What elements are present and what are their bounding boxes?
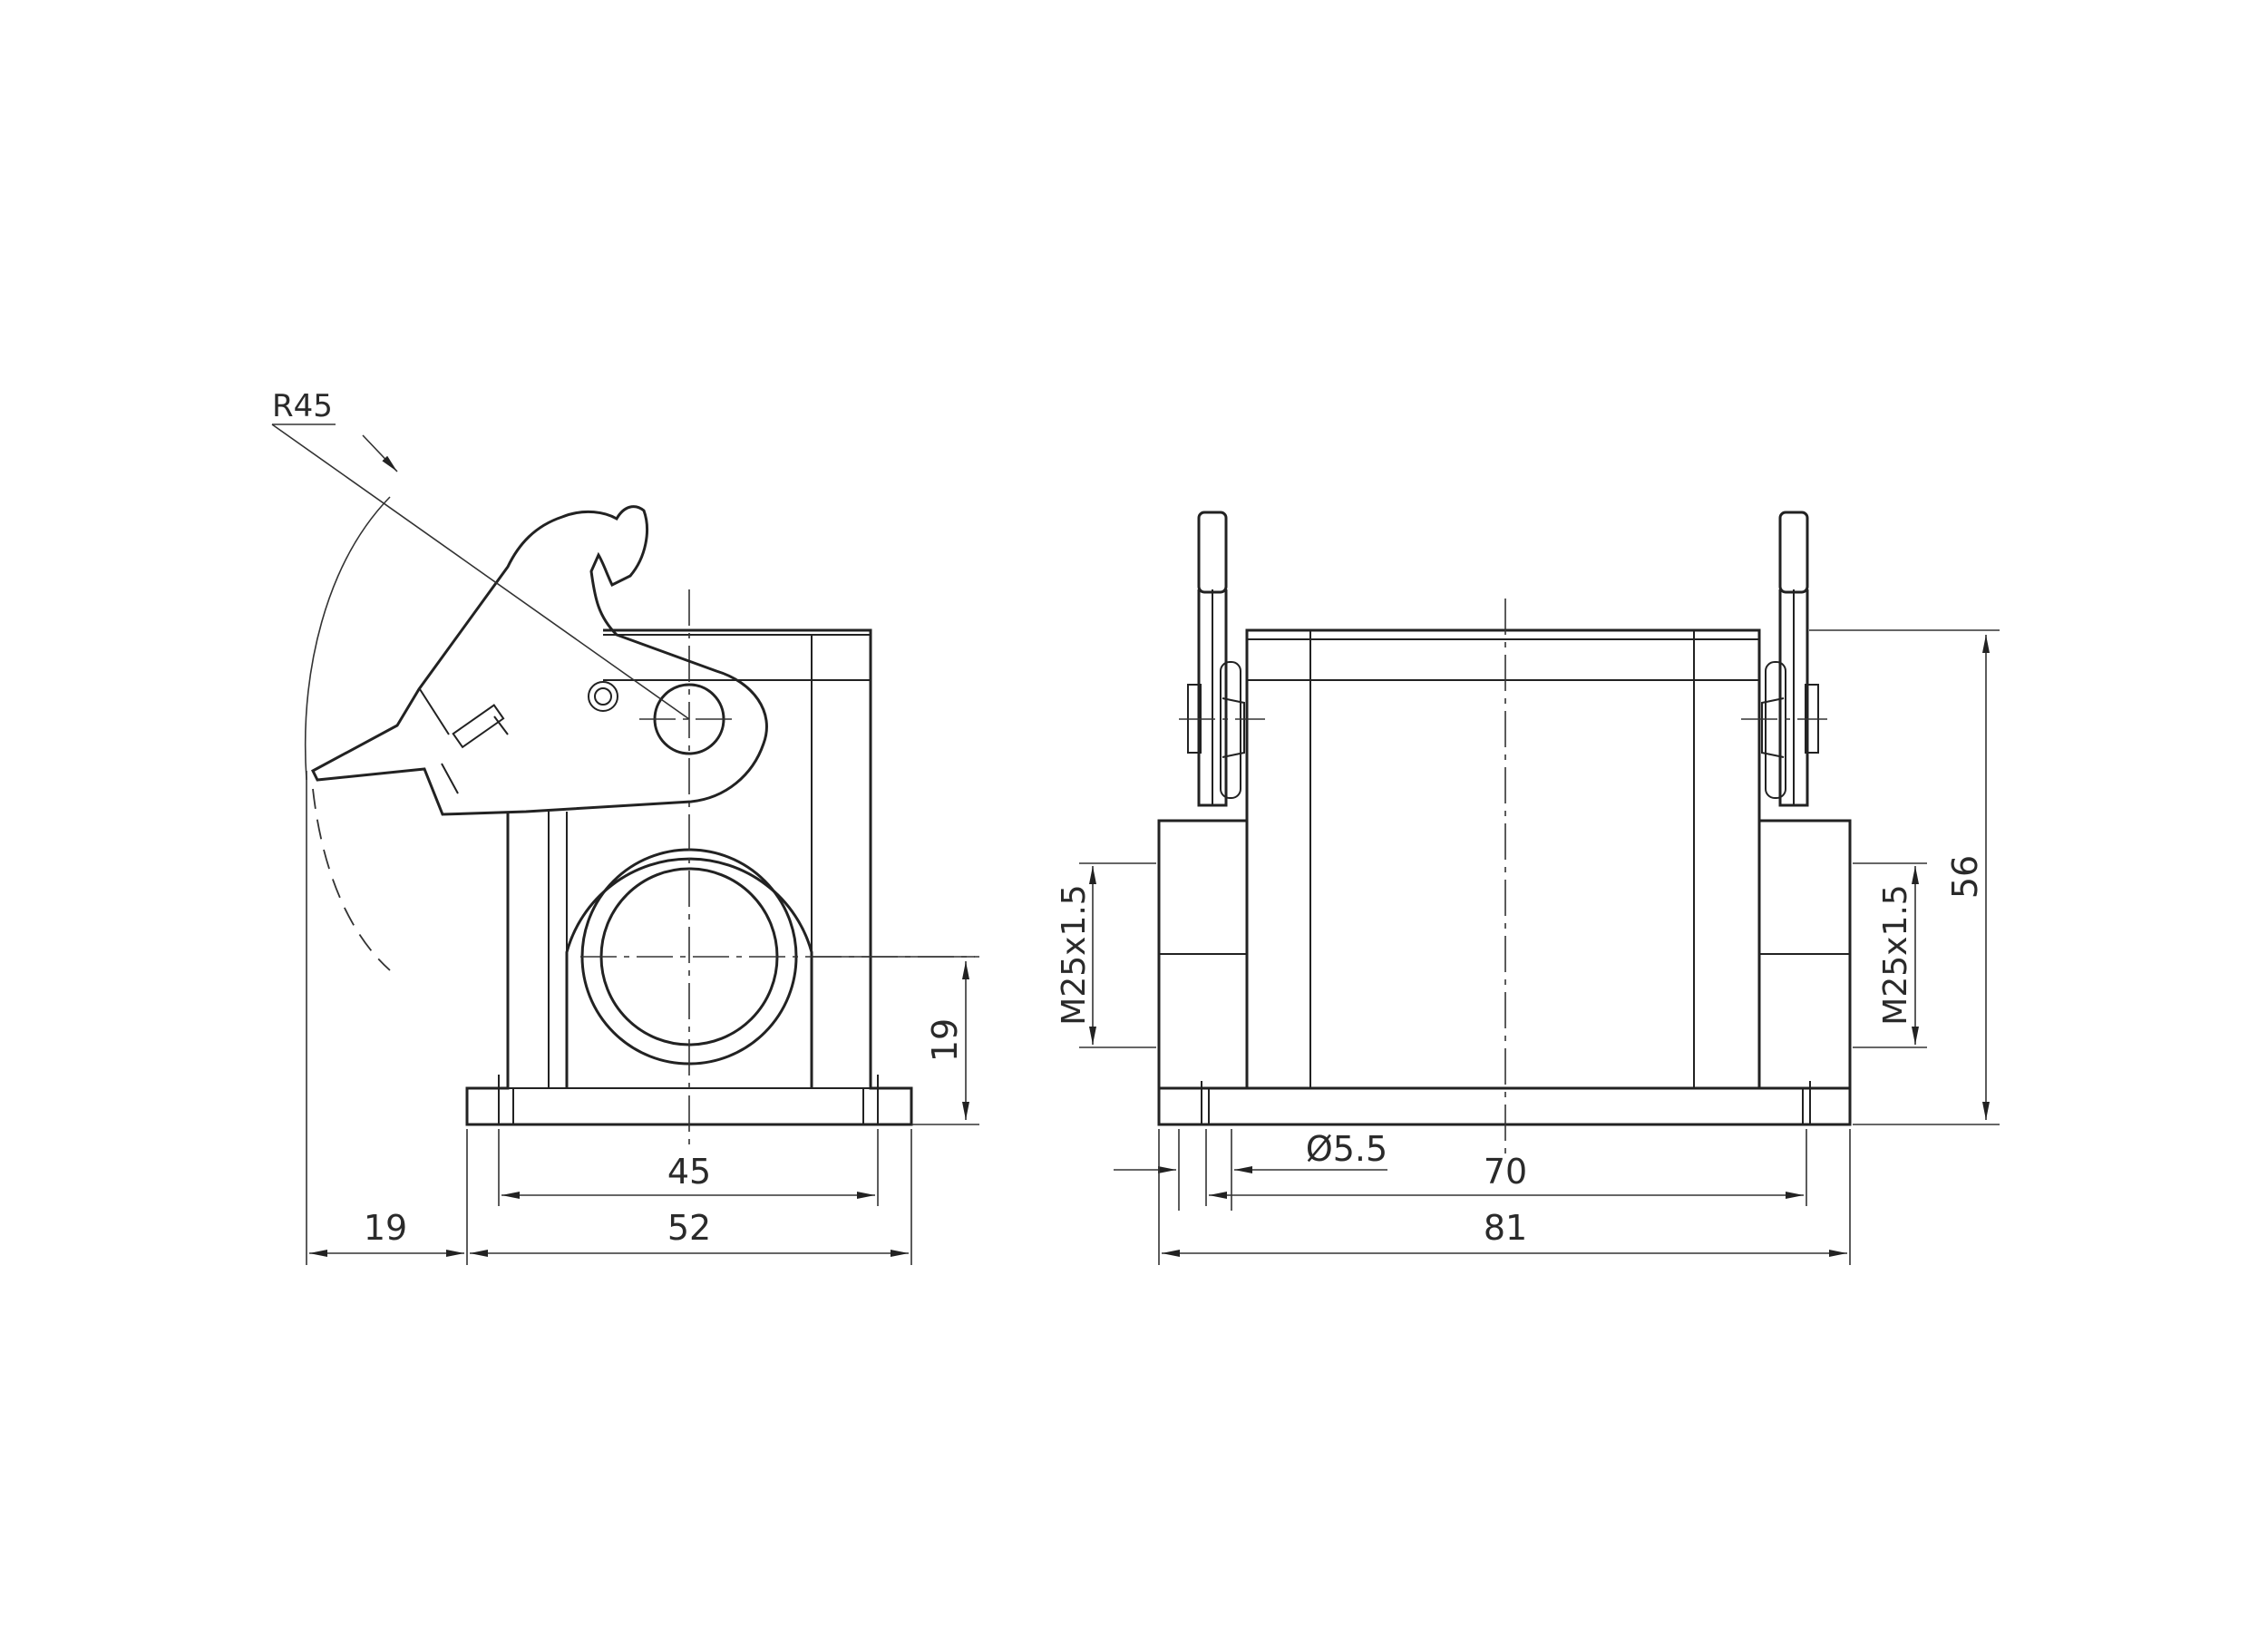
dim-hole-diameter: Ø5.5 <box>1306 1129 1387 1169</box>
side-view: R45 19 45 52 19 <box>271 388 979 1265</box>
thread-label-left: M25x1.5 <box>1056 884 1093 1025</box>
locking-lever <box>311 505 768 816</box>
front-view: M25x1.5 M25x1.5 56 Ø5.5 70 81 <box>1056 511 2000 1265</box>
front-lever-left <box>1179 511 1265 807</box>
dim-side-hole-spacing: 45 <box>667 1152 711 1192</box>
dim-overall-width: 81 <box>1484 1208 1527 1248</box>
dim-lever-offset: 19 <box>364 1208 407 1248</box>
dim-side-base-width: 52 <box>667 1208 711 1248</box>
dim-front-hole-spacing: 70 <box>1484 1152 1527 1192</box>
lever-swing-arc <box>304 496 391 781</box>
front-lever-right <box>1741 511 1827 807</box>
dim-side-height: 19 <box>925 1018 965 1062</box>
thread-label-right: M25x1.5 <box>1877 884 1914 1025</box>
front-housing <box>1245 628 1761 1090</box>
dim-total-height: 56 <box>1945 855 1985 899</box>
lever-nut <box>588 681 618 712</box>
front-base-plate <box>1157 1086 1852 1126</box>
radius-label: R45 <box>272 388 333 424</box>
